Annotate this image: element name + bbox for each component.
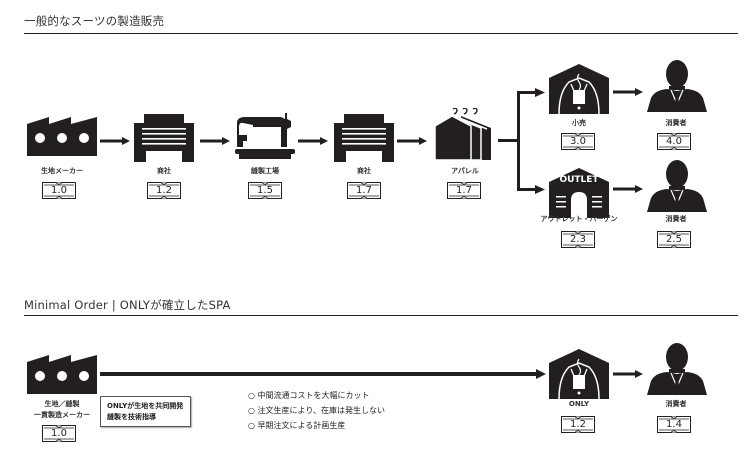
trading-company-icon	[134, 114, 194, 162]
branch-connector	[517, 188, 537, 191]
price-ticket: 1.0	[42, 425, 76, 442]
price-ticket: 1.4	[657, 416, 691, 433]
factory-icon	[27, 352, 97, 394]
price-value: 1.5	[257, 185, 273, 196]
maker-label-line2: 一貫製造メーカー	[34, 411, 90, 419]
section-divider	[24, 33, 738, 34]
arrow-head-icon	[536, 369, 546, 379]
price-ticket: 1.7	[347, 182, 381, 199]
arrow-right-icon	[397, 137, 427, 145]
price-value: 1.2	[156, 185, 172, 196]
node-label: 商社	[157, 167, 171, 175]
price-value: 4.0	[666, 136, 682, 147]
price-value: 1.2	[570, 419, 586, 430]
consumer-icon	[647, 343, 707, 395]
price-ticket: 1.2	[147, 182, 181, 199]
branch-connector	[517, 91, 520, 190]
price-ticket: 3.0	[561, 133, 595, 150]
benefit-item: ○ 中間流通コストを大幅にカット	[248, 391, 370, 400]
price-ticket: 1.5	[248, 182, 282, 199]
price-ticket: 1.0	[42, 182, 76, 199]
benefit-item: ○ 注文生産により、在庫は発生しない	[248, 406, 386, 415]
price-ticket: 4.0	[657, 133, 691, 150]
apparel-icon	[435, 108, 495, 160]
factory-icon	[27, 114, 97, 156]
node-label: 小売	[572, 119, 586, 127]
node-label: 消費者	[665, 400, 687, 408]
retail-store-icon	[549, 64, 609, 114]
price-ticket: 1.7	[447, 182, 481, 199]
branch-connector	[498, 139, 518, 142]
sewing-machine-icon	[235, 113, 295, 161]
arrow-head-icon	[535, 88, 545, 97]
note-line: 縫製を技術指導	[107, 413, 156, 421]
section-title-general: 一般的なスーツの製造販売	[24, 14, 165, 28]
price-ticket: 1.2	[561, 416, 595, 433]
branch-connector	[517, 91, 537, 94]
price-value: 3.0	[570, 136, 586, 147]
benefit-item: ○ 早期注文による計画生産	[248, 421, 346, 430]
trading-company-icon	[334, 114, 394, 162]
direct-flow-arrow	[100, 372, 538, 376]
outlet-sign: OUTLET	[559, 175, 599, 185]
consumer-icon	[647, 60, 707, 112]
section-divider	[24, 315, 738, 316]
price-value: 1.4	[666, 419, 682, 430]
section-title-spa: Minimal Order | ONLYが確立したSPA	[24, 298, 231, 312]
price-value: 2.3	[570, 234, 586, 245]
price-ticket: 2.3	[561, 231, 595, 248]
price-value: 1.7	[456, 185, 472, 196]
note-line: ONLYが生地を共同開発	[107, 402, 184, 410]
node-label: アパレル	[451, 167, 479, 175]
arrow-right-icon	[613, 185, 643, 193]
node-label: 生地メーカー	[41, 167, 83, 175]
node-label: 消費者	[665, 215, 687, 223]
node-label: アウトレット・バーゲン	[540, 215, 618, 223]
arrow-head-icon	[535, 185, 545, 194]
maker-label-line1: 生地／縫製	[44, 400, 80, 408]
arrow-right-icon	[200, 137, 230, 145]
node-label: 縫製工場	[251, 167, 279, 175]
arrow-right-icon	[613, 88, 643, 96]
arrow-right-icon	[100, 137, 130, 145]
arrow-right-icon	[613, 370, 643, 378]
node-label: 消費者	[665, 119, 687, 127]
price-value: 1.0	[51, 185, 67, 196]
node-label: 商社	[357, 167, 371, 175]
price-value: 1.7	[356, 185, 372, 196]
price-value: 2.5	[666, 234, 682, 245]
arrow-right-icon	[298, 137, 328, 145]
node-label: ONLY	[568, 400, 590, 408]
price-ticket: 2.5	[657, 231, 691, 248]
note-box: ONLYが生地を共同開発 縫製を技術指導	[100, 396, 191, 427]
outlet-store-icon: OUTLET	[549, 168, 609, 218]
price-value: 1.0	[51, 428, 67, 439]
consumer-icon	[647, 160, 707, 212]
retail-store-icon	[549, 349, 609, 399]
